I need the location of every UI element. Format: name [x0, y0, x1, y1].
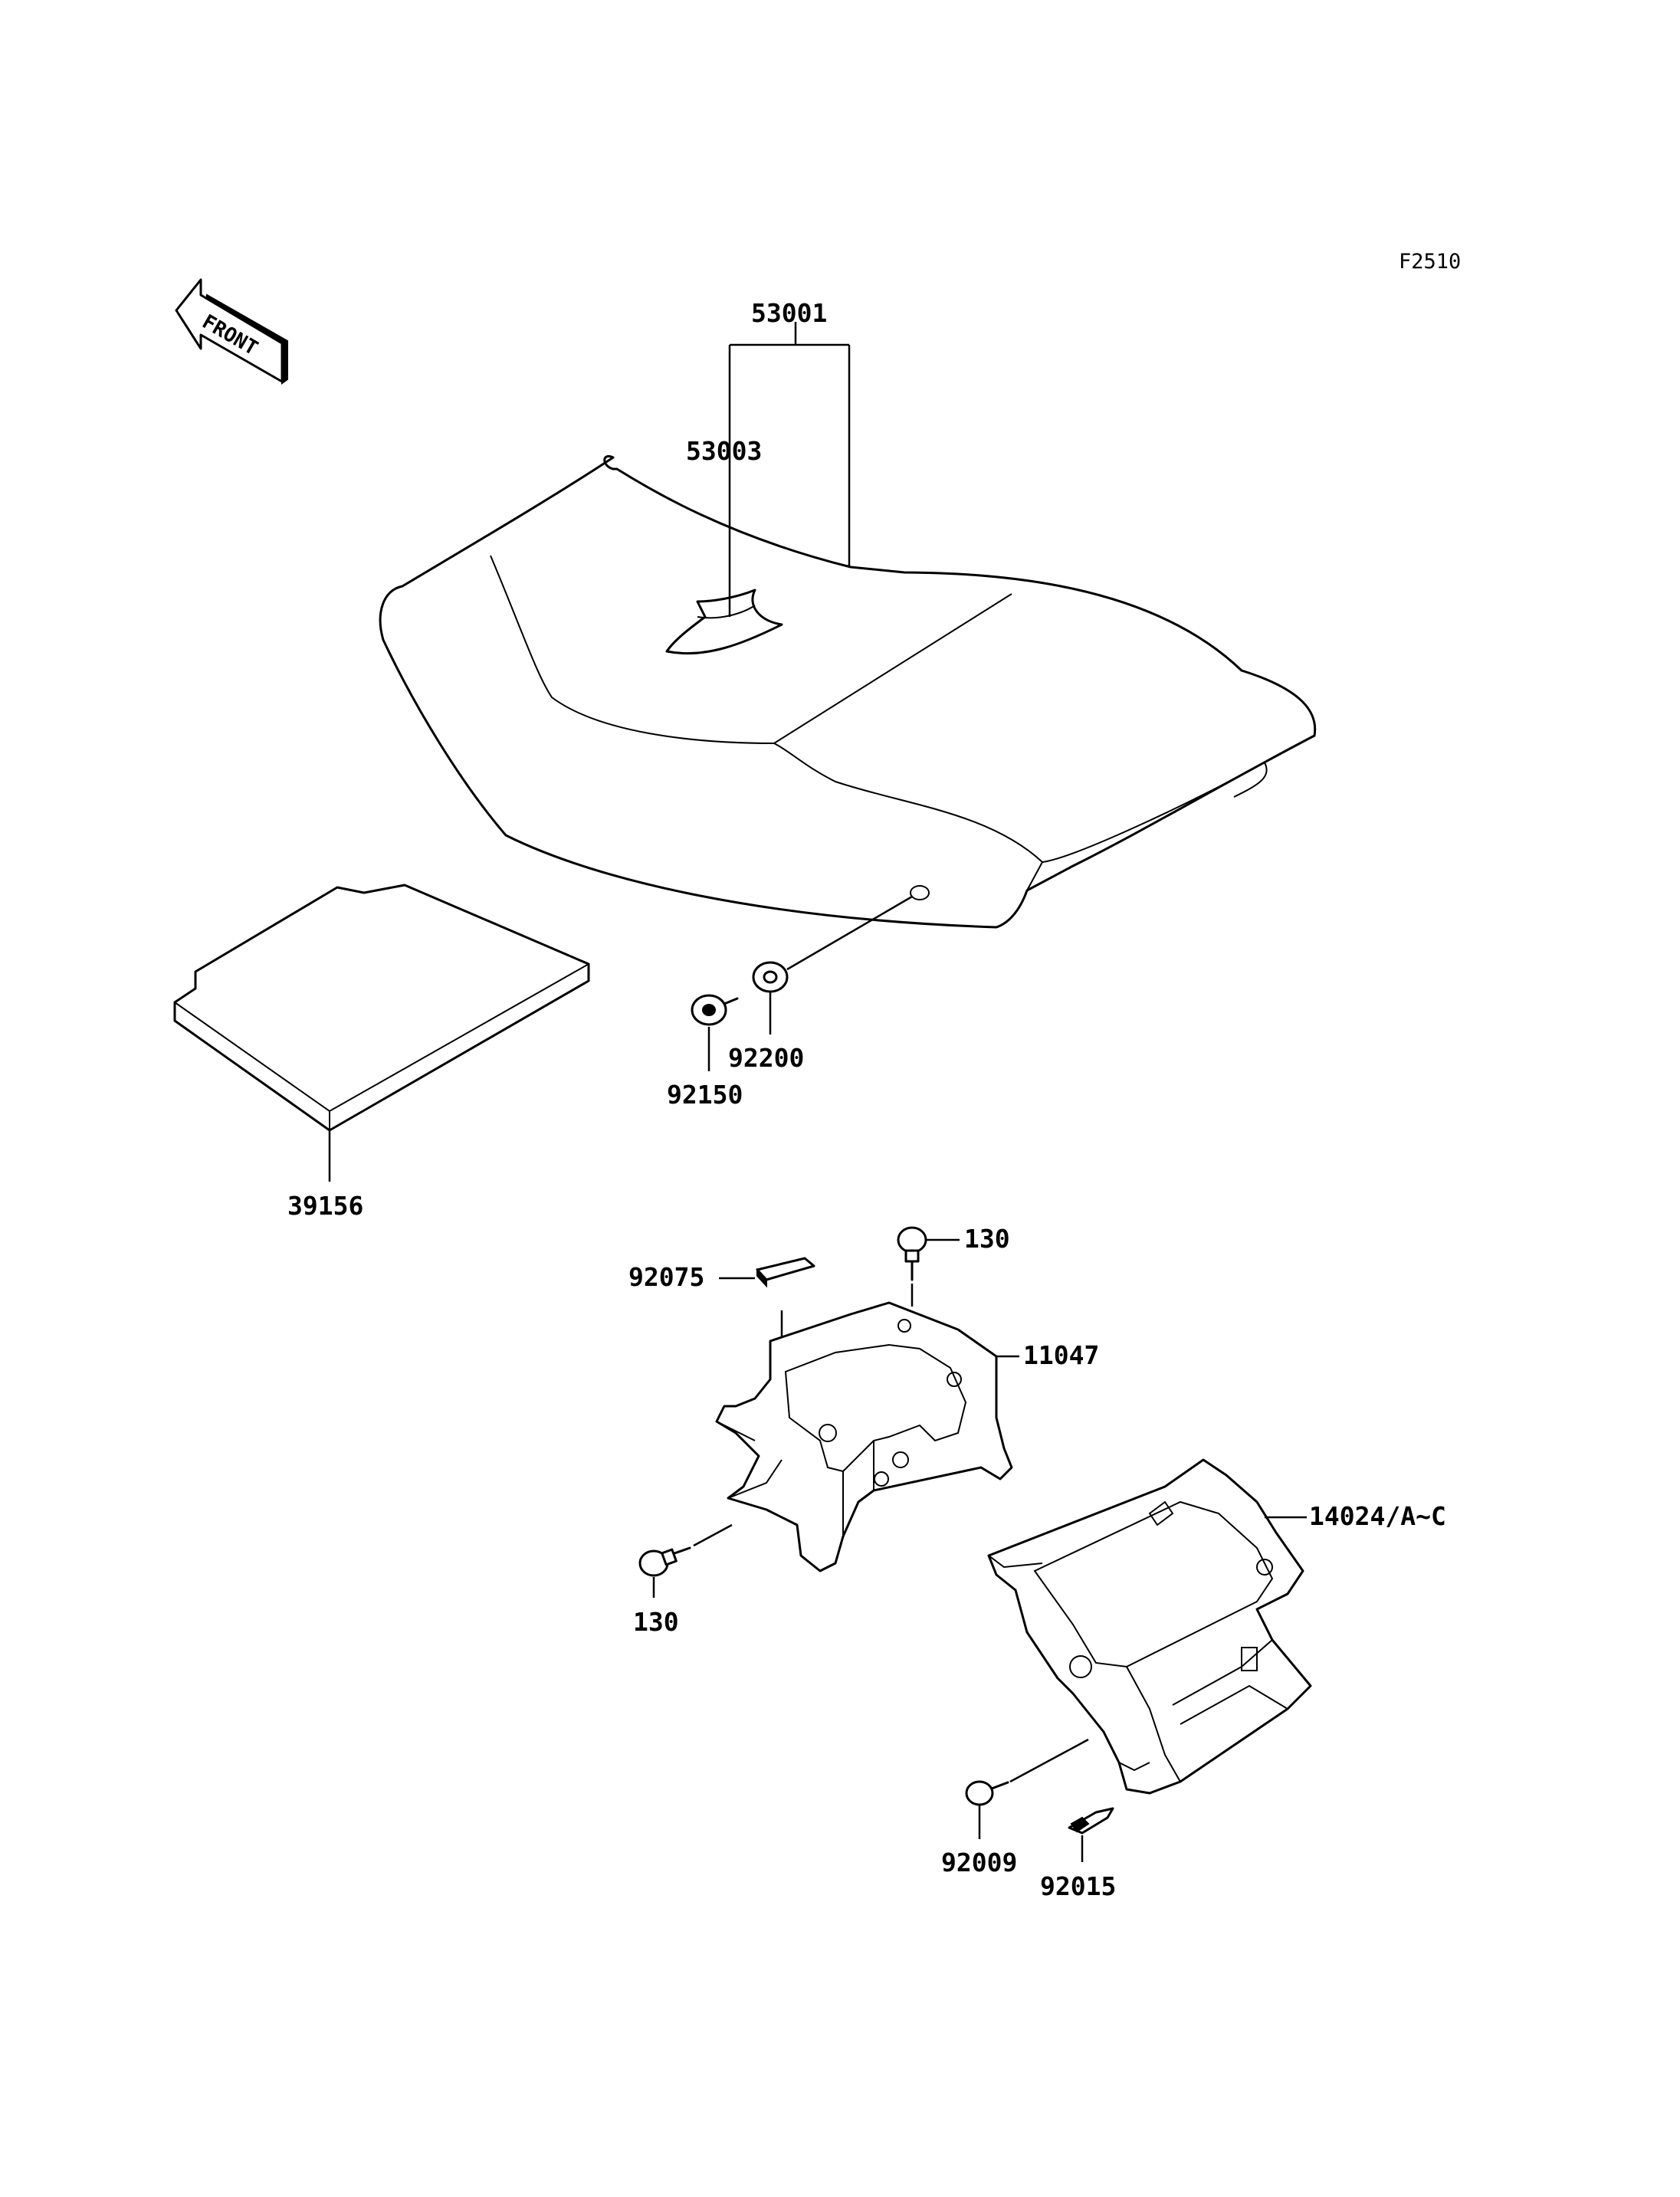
- part-label-11047: 11047: [1023, 1340, 1099, 1370]
- cover-14024: [987, 1458, 1312, 1795]
- part-label-92150: 92150: [667, 1080, 743, 1110]
- leader-53001: [728, 322, 851, 617]
- tray-39156: [173, 884, 590, 1182]
- seat-bolt-92150: [691, 994, 739, 1071]
- part-label-53003: 53003: [686, 436, 762, 466]
- front-arrow-icon: FRONT: [175, 278, 288, 385]
- clip-92015: [1068, 1807, 1114, 1862]
- bolt-130-top: [897, 1226, 960, 1307]
- part-label-92075: 92075: [628, 1262, 704, 1292]
- bracket-11047: [715, 1301, 1019, 1572]
- part-label-39156: 39156: [287, 1191, 363, 1221]
- part-label-92015: 92015: [1040, 1871, 1116, 1901]
- part-label-130-top: 130: [964, 1224, 1010, 1254]
- part-label-92009: 92009: [941, 1848, 1017, 1877]
- screw-92009: [965, 1738, 1089, 1839]
- part-label-53001: 53001: [751, 298, 827, 328]
- part-label-130-bottom: 130: [633, 1607, 679, 1637]
- part-label-92200: 92200: [728, 1043, 804, 1073]
- washer-92200: [752, 895, 913, 1035]
- bolt-130-bottom: [638, 1523, 733, 1598]
- part-label-14024: 14024/A~C: [1309, 1501, 1446, 1531]
- seat: [379, 454, 1317, 929]
- figure-code: F2510: [1399, 250, 1461, 274]
